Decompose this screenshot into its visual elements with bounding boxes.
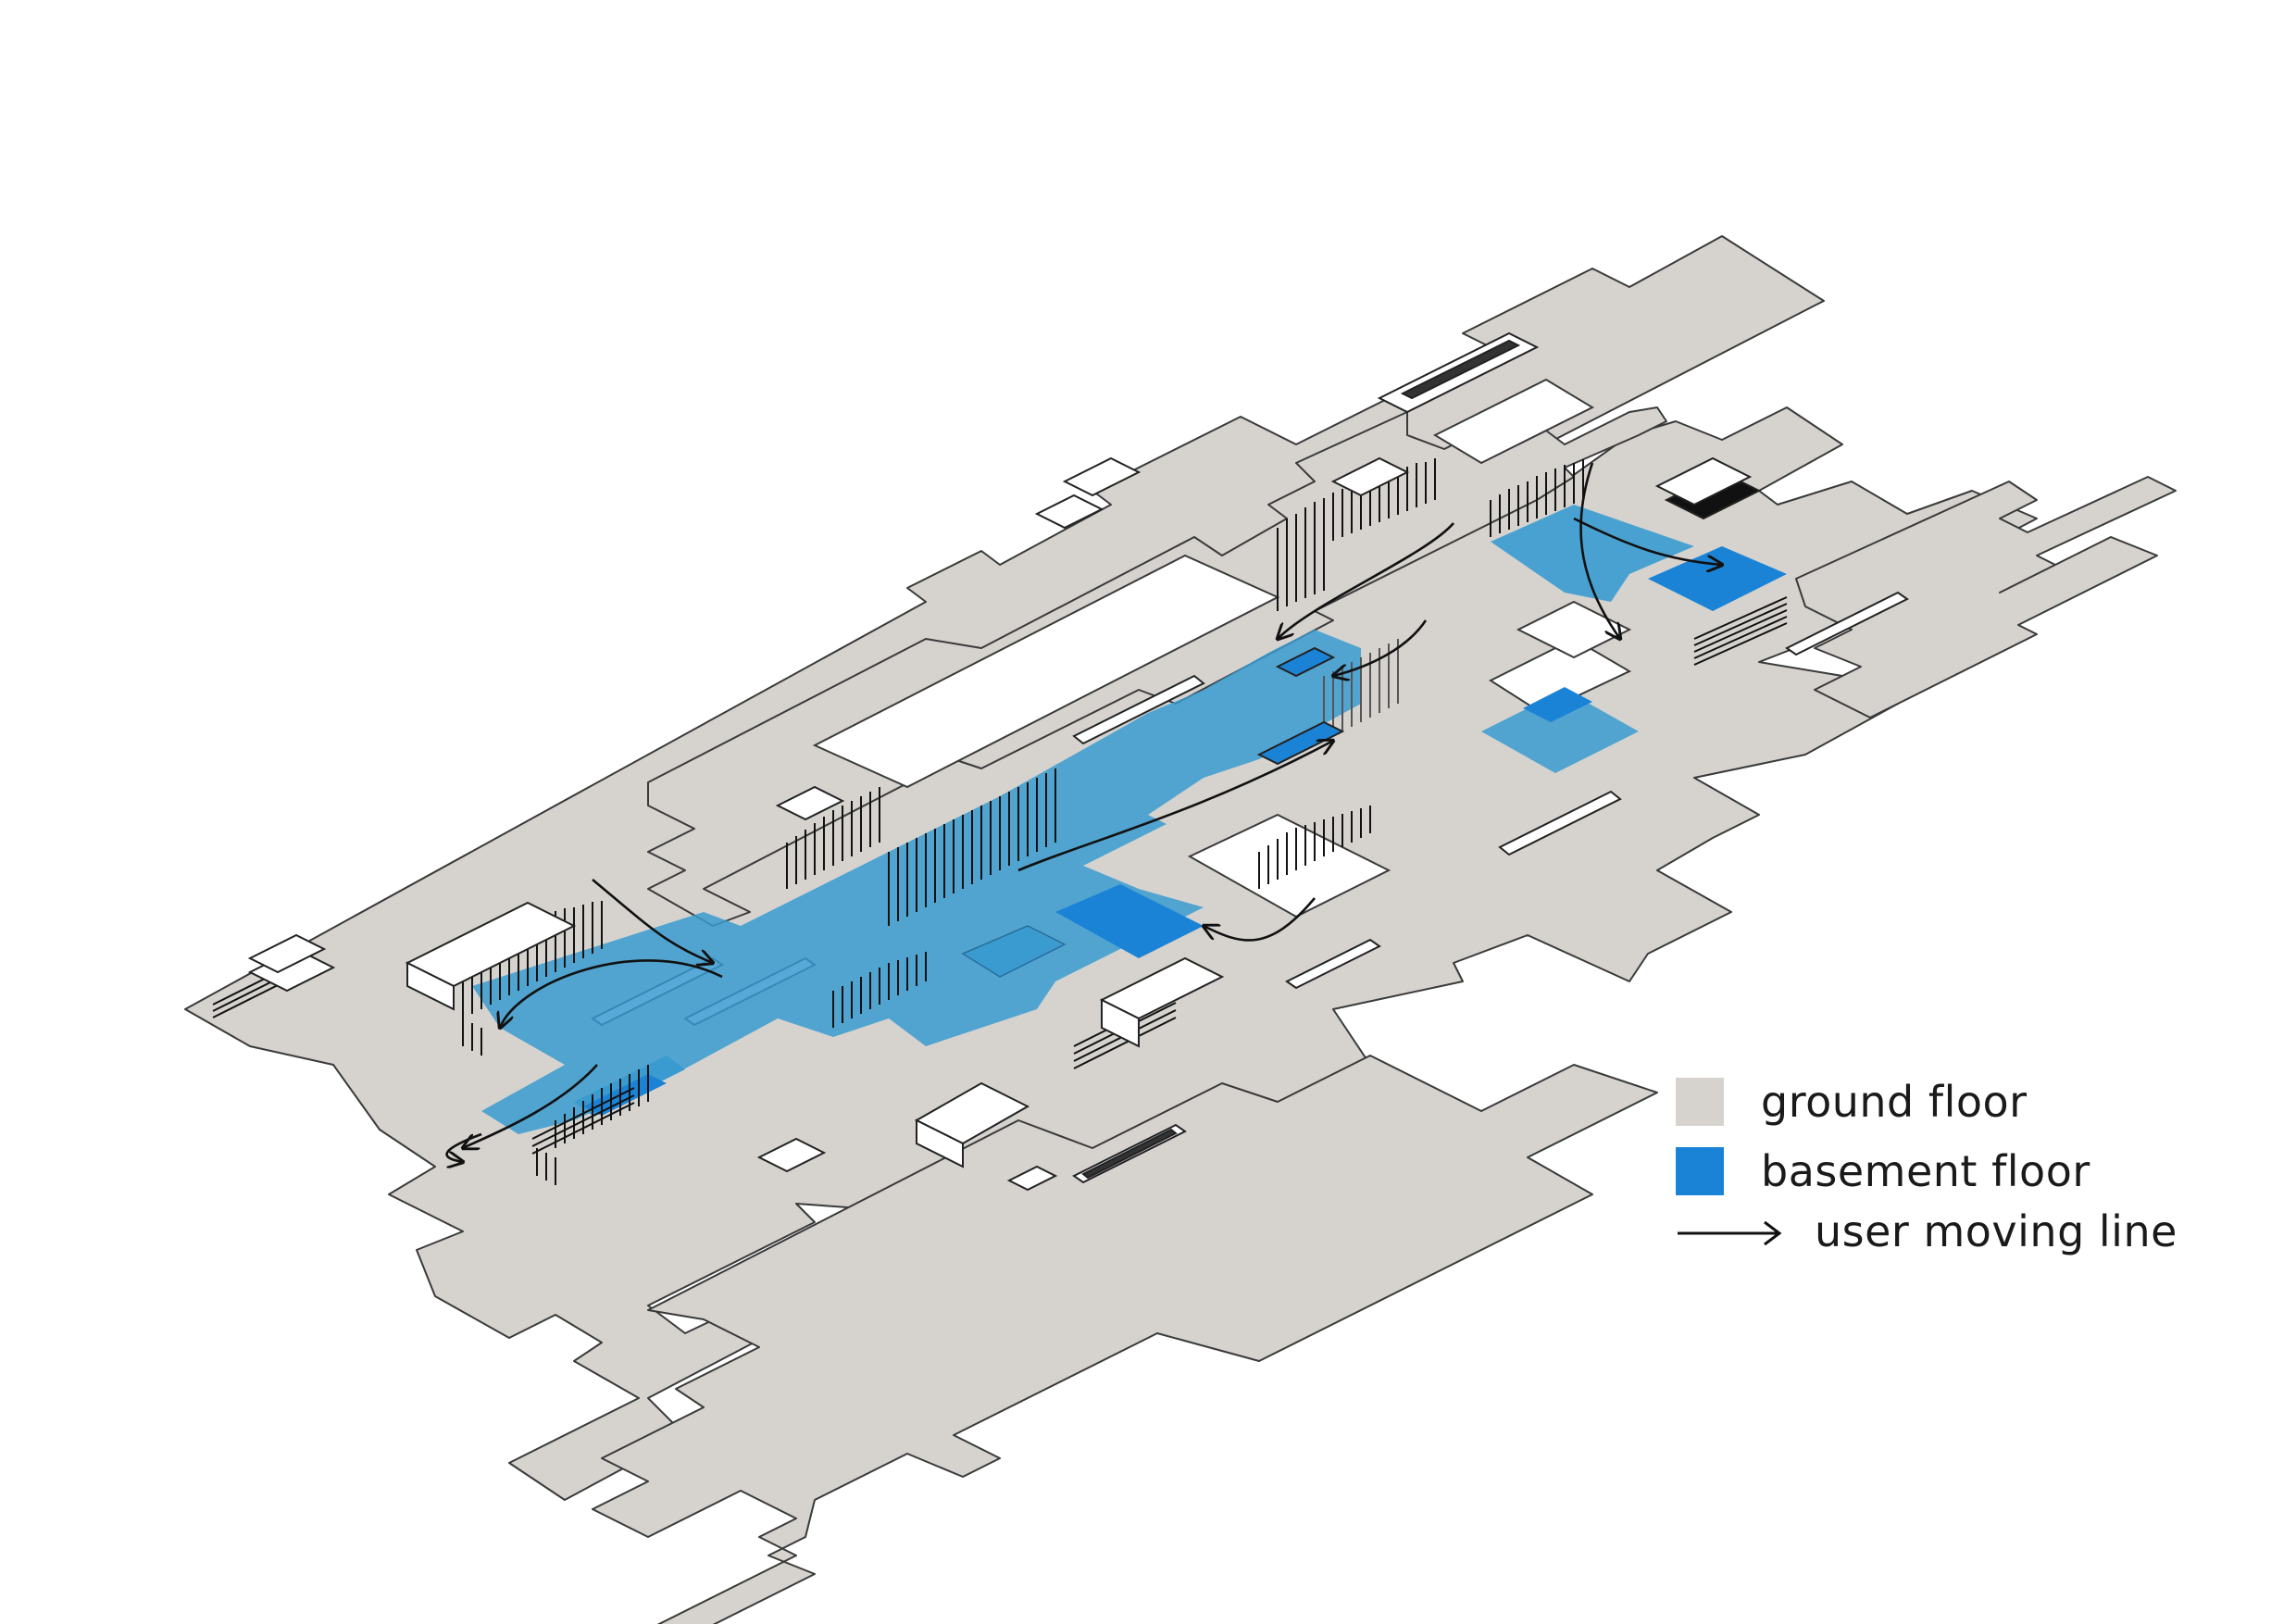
moving-line-1 [592, 879, 713, 963]
moving-line-10 [445, 1132, 482, 1162]
stepped-block-bottom-left [531, 1087, 635, 1155]
legend-item-moving-line: user moving line [1676, 1204, 2177, 1259]
pavilion-top-left [1062, 456, 1142, 497]
moving-line-7 [1573, 517, 1722, 565]
void-center-right [1187, 813, 1391, 918]
pavilion-top-right-white [1654, 456, 1753, 506]
pavilion-lower-box-side [916, 1118, 964, 1168]
column-cluster-centre [1277, 458, 1436, 611]
basement-block-left [961, 925, 1067, 978]
column-cluster-centre-mid [1323, 639, 1399, 741]
legend: ground floor basement floor user moving … [1676, 1074, 2194, 1287]
moving-line-6 [1579, 462, 1620, 639]
moving-line-2 [500, 959, 723, 1028]
column-cluster-left [786, 768, 1056, 926]
moving-line-4 [1017, 741, 1333, 872]
ground-floor-upper-arm [647, 406, 1667, 927]
basement-floor-swatch [1676, 1147, 1724, 1195]
void-small-3 [756, 1137, 827, 1173]
pavilion-top-grid [1330, 456, 1410, 497]
pavilion-far-left-top [247, 933, 327, 974]
pavilion-centre-blue-2 [1256, 720, 1345, 766]
courtyard-voids [812, 378, 1632, 918]
pavilion-left-box-side [406, 961, 455, 1011]
basement-square-right-core [1523, 687, 1592, 722]
basement-square-right [1481, 690, 1639, 773]
basement-floor-label: basement floor [1761, 1146, 2090, 1196]
void-small-1 [775, 785, 845, 821]
stair-cluster-mid [832, 952, 927, 1028]
moving-line-label: user moving line [1815, 1206, 2177, 1256]
ground-floor-label: ground floor [1761, 1077, 2028, 1127]
moving-line-5 [1278, 522, 1454, 639]
void-small-4 [1006, 1165, 1058, 1192]
skylight-top-inner [1400, 339, 1521, 400]
stepped-block-right [1693, 596, 1788, 666]
skylight-right-2 [1285, 938, 1381, 990]
arrow-icon [1678, 1220, 1782, 1246]
column-cluster-far-left [462, 901, 603, 1056]
pavilion-bottom-side [1101, 998, 1140, 1048]
skylight-far-right [1785, 591, 1909, 656]
pavilion-centre-blue [1275, 646, 1336, 678]
ground-floor-right-arm [1795, 476, 2177, 718]
pavilions [247, 456, 1762, 1168]
skylight-right-1 [1498, 790, 1622, 856]
user-moving-lines [445, 462, 1722, 1162]
column-cluster-top-right [1490, 459, 1584, 537]
moving-line-9 [1204, 897, 1316, 942]
basement-top-right-plaza [1491, 505, 1694, 602]
skylight-mid-left [1072, 674, 1205, 745]
void-small-2 [1034, 493, 1104, 530]
basement-stair-left [583, 1074, 667, 1116]
skylight-bottom-inner [1081, 1128, 1178, 1180]
basement-block-center [1055, 884, 1204, 958]
void-square-right [1488, 637, 1632, 715]
ground-floor-lower-arm [592, 1055, 1658, 1624]
stair-cluster-right [1258, 806, 1371, 889]
void-right-small [1516, 600, 1632, 659]
void-top-right [1432, 378, 1595, 465]
basement-top-right-room [1648, 546, 1787, 611]
ground-floor-swatch [1676, 1078, 1724, 1126]
moving-line-3 [463, 1064, 598, 1148]
hatched-structures [212, 458, 1788, 1185]
legend-item-ground-floor: ground floor [1676, 1074, 2028, 1130]
legend-item-basement-floor: basement floor [1676, 1143, 2090, 1199]
moving-line-8 [1333, 619, 1428, 676]
